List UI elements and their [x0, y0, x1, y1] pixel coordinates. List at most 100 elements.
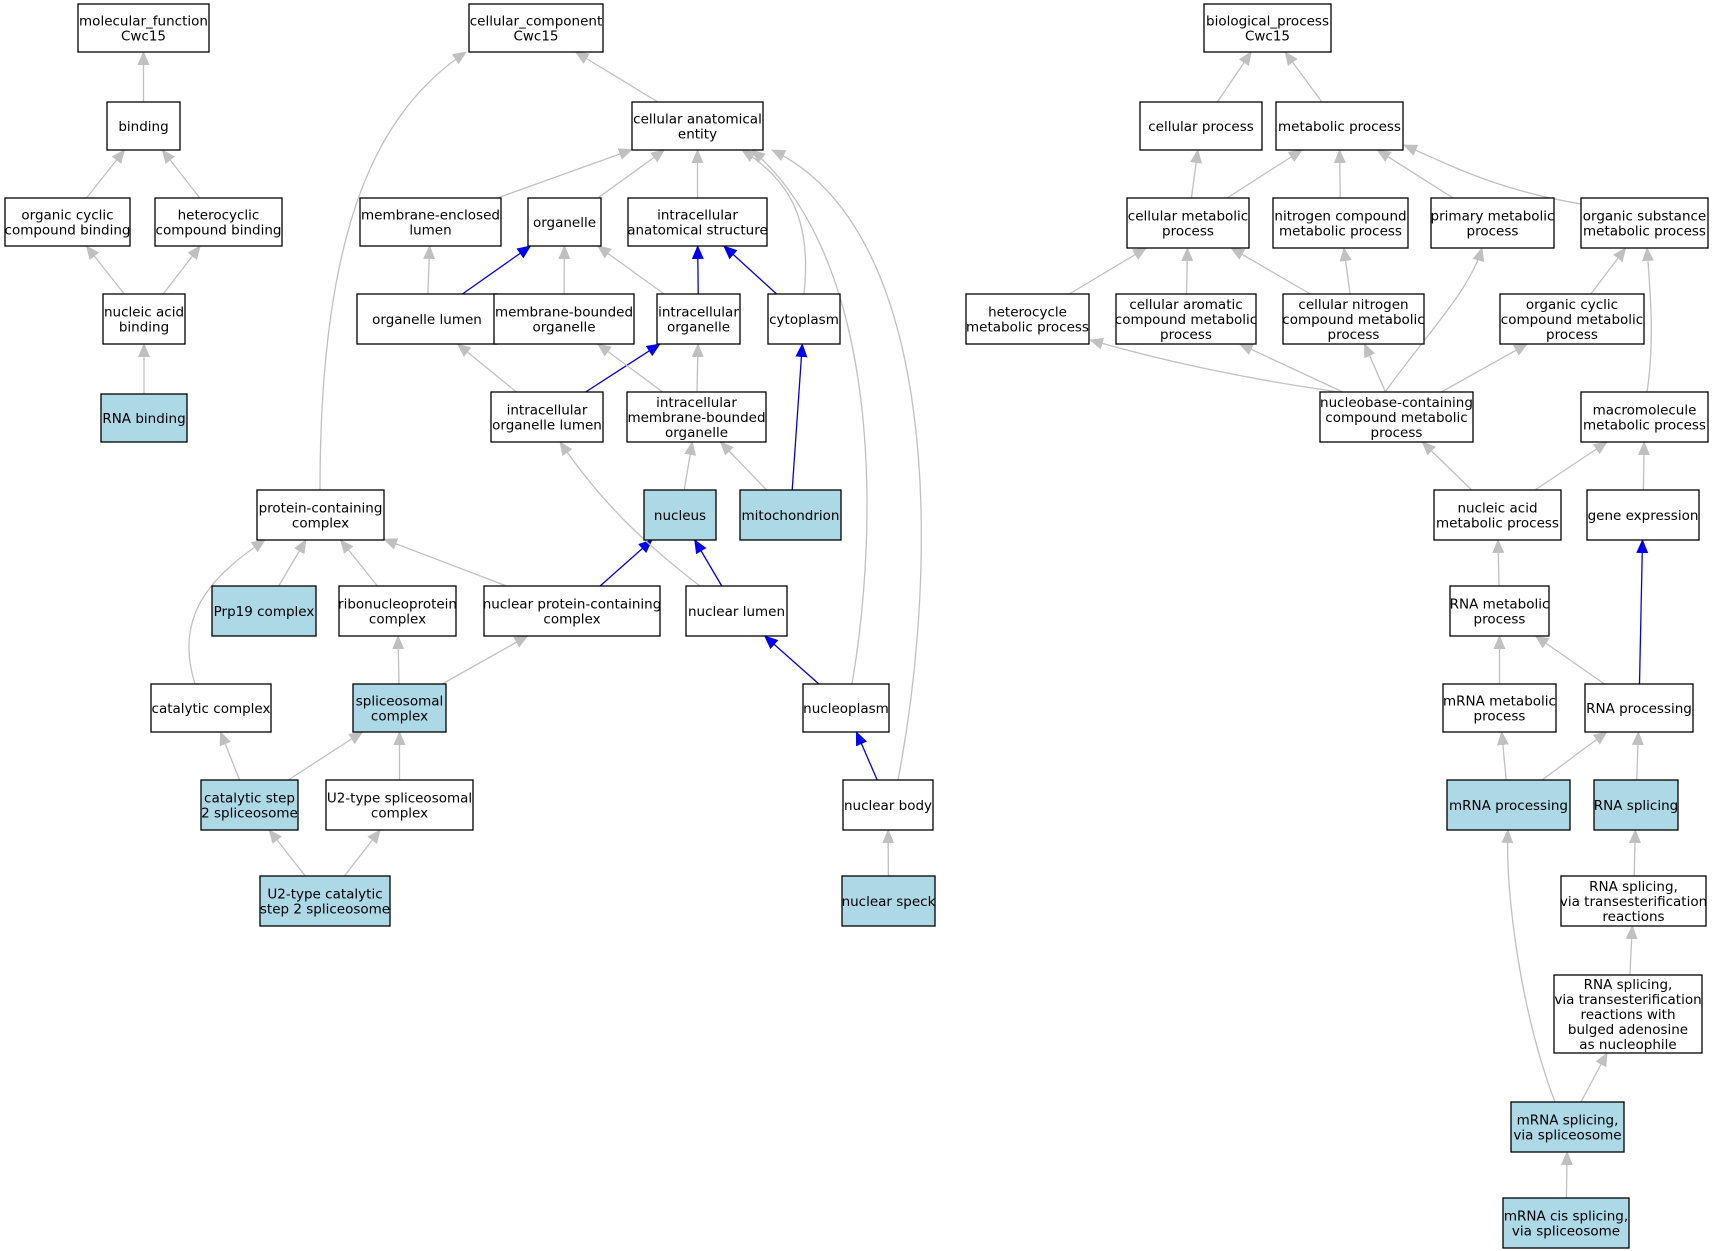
node-rnas[interactable]: RNA splicing — [1593, 779, 1679, 831]
node-nbody[interactable]: nuclear body — [842, 779, 934, 831]
edge-u2cs2-to-u2sc — [343, 829, 381, 877]
edge-rnamp-to-namp — [1492, 539, 1505, 587]
node-label-line: compound metabolic — [1325, 410, 1467, 426]
node-box — [1584, 683, 1694, 733]
node-label-line: compound metabolic — [1282, 312, 1424, 328]
node-label-line: organelle lumen — [372, 312, 482, 328]
node-label-line: molecular_function — [79, 14, 208, 30]
edge-rnastr-to-rnas — [1628, 829, 1641, 877]
node-label-line: process — [1162, 224, 1214, 240]
node-box — [352, 683, 447, 733]
node-label-line: process — [1467, 224, 1519, 240]
edge-hcb-to-binding — [161, 149, 201, 199]
edge-catc-to-pcc — [188, 539, 266, 685]
node-nplasm[interactable]: nucleoplasm — [802, 683, 890, 733]
edge-nlum-to-iol — [559, 441, 701, 587]
node-box — [493, 293, 635, 345]
node-label-line: reactions with — [1580, 1007, 1675, 1023]
edge-nab-to-ocb — [85, 245, 125, 295]
node-box — [1433, 489, 1562, 541]
node-label-line: heterocyclic — [178, 208, 260, 224]
node-label-line: nucleoplasm — [803, 701, 889, 717]
node-nucleus[interactable]: nucleus — [643, 489, 717, 541]
node-ge[interactable]: gene expression — [1586, 489, 1700, 541]
node-label-line: entity — [678, 127, 717, 143]
node-box — [483, 585, 661, 637]
node-catc[interactable]: catalytic complex — [150, 683, 272, 733]
node-cp[interactable]: cellular process — [1139, 101, 1263, 151]
node-label-line: primary metabolic — [1431, 209, 1555, 225]
edge-rnas-to-rnap — [1631, 731, 1644, 781]
node-box — [211, 585, 317, 637]
node-label-line: anatomical structure — [627, 223, 768, 239]
node-box — [656, 293, 741, 345]
node-label-line: organic cyclic — [21, 208, 113, 224]
node-rnap[interactable]: RNA processing — [1584, 683, 1694, 733]
edge-ge-to-mmp — [1637, 441, 1650, 491]
node-mrnacis[interactable]: mRNA cis splicing,via spliceosome — [1502, 1197, 1630, 1249]
node-mito[interactable]: mitochondrion — [739, 489, 842, 541]
node-box — [1553, 974, 1703, 1054]
node-binding[interactable]: binding — [106, 101, 181, 151]
node-label-line: Cwc15 — [513, 29, 558, 45]
node-rnab[interactable]: RNA binding — [100, 393, 188, 443]
node-label-line: nitrogen compound — [1274, 209, 1406, 225]
node-box — [626, 391, 767, 443]
node-label-line: metabolic process — [1278, 119, 1401, 135]
node-box — [1282, 293, 1425, 345]
edge-u2cs2-to-cs2 — [268, 829, 306, 877]
node-box — [1275, 101, 1404, 151]
node-mrnap[interactable]: mRNA processing — [1446, 779, 1571, 831]
node-box — [527, 197, 602, 247]
node-nspeck[interactable]: nuclear speck — [841, 875, 936, 927]
node-mp[interactable]: metabolic process — [1275, 101, 1404, 151]
node-rnastr[interactable]: RNA splicing,via transesterificationreac… — [1560, 875, 1707, 927]
node-box — [1449, 585, 1550, 637]
edge-iol-to-io — [585, 343, 661, 393]
node-cyto[interactable]: cytoplasm — [767, 293, 841, 345]
edge-rnastrba-to-rnastr — [1625, 925, 1638, 976]
node-org[interactable]: organelle — [527, 197, 602, 247]
node-orgl[interactable]: organelle lumen — [356, 293, 498, 345]
node-rnastrba[interactable]: RNA splicing,via transesterificationreac… — [1553, 974, 1703, 1054]
node-nlum[interactable]: nuclear lumen — [685, 585, 788, 637]
node-prp19[interactable]: Prp19 complex — [211, 585, 317, 637]
node-mrnass[interactable]: mRNA splicing,via spliceosome — [1510, 1101, 1625, 1153]
node-label-line: heterocycle — [988, 305, 1067, 321]
node-label-line: catalytic complex — [152, 701, 271, 717]
